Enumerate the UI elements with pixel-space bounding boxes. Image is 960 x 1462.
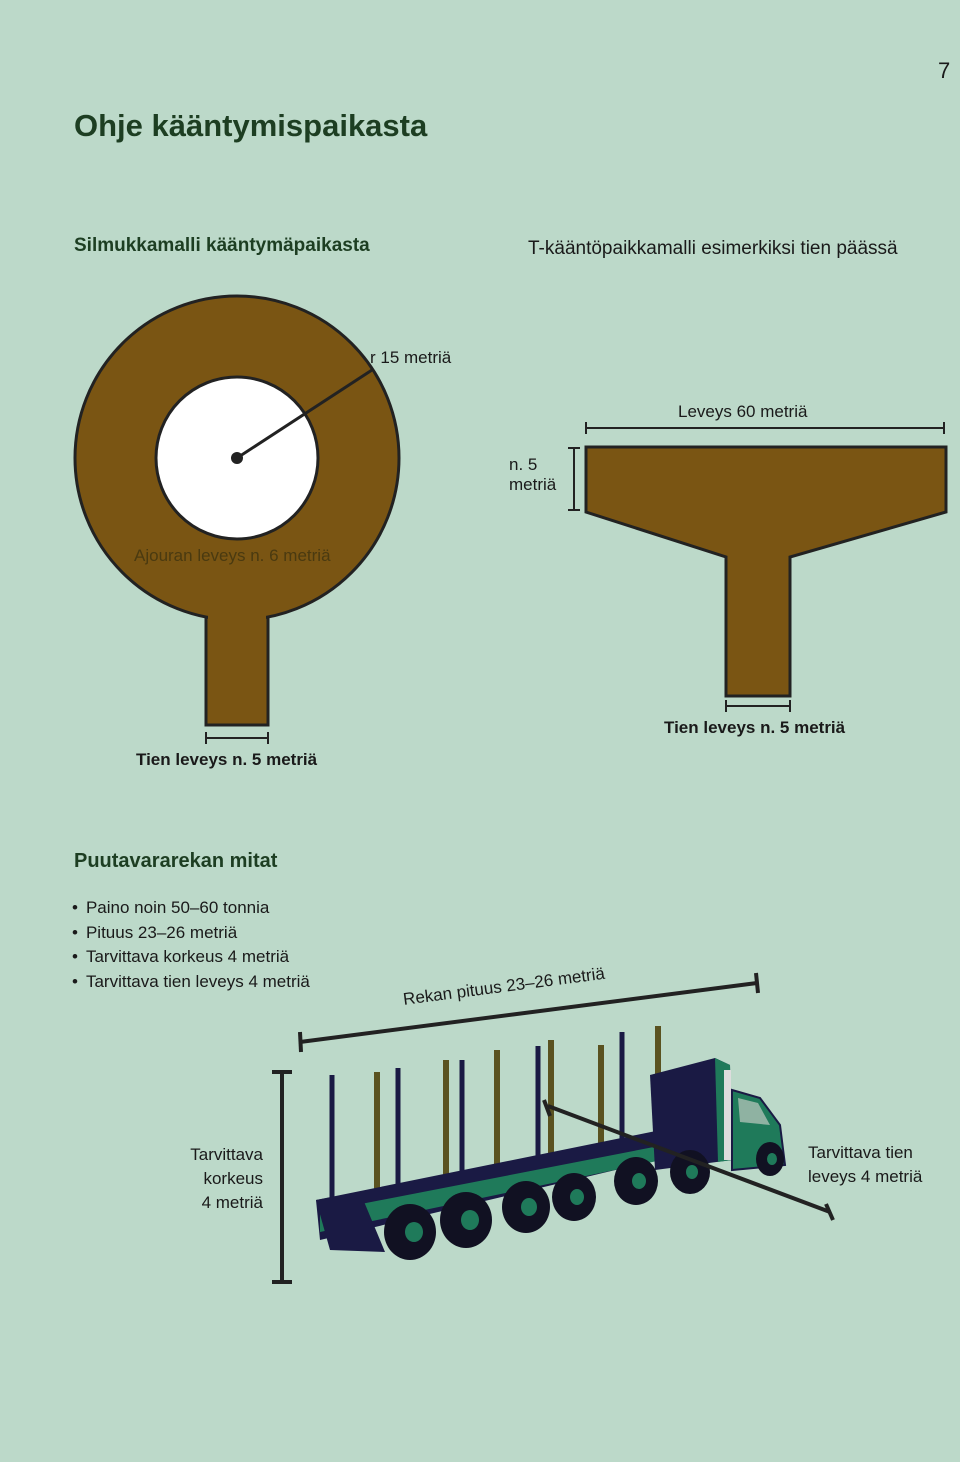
page-title: Ohje kääntymispaikasta [74,108,428,143]
spec-item-length: Pituus 23–26 metriä [72,921,310,946]
t-road-width-label: Tien leveys n. 5 metriä [664,718,846,737]
truck-height-label: Tarvittava korkeus 4 metriä [190,1145,263,1212]
t-turnaround-diagram [568,422,948,712]
t-depth-label-line1: n. 5 [509,455,538,474]
loop-road-width-label: Tien leveys n. 5 metriä [136,750,318,769]
t-width-label: Leveys 60 metriä [678,402,808,421]
truck-spec-list: Paino noin 50–60 tonnia Pituus 23–26 met… [72,896,310,994]
loop-model-heading: Silmukkamalli kääntymäpaikasta [74,235,370,256]
timber-truck-illustration [316,1026,787,1260]
t-model-heading: T-kääntöpaikkamalli esimerkiksi tien pää… [528,238,898,259]
radius-label: r 15 metriä [370,348,452,367]
t-depth-label-line2: metriä [509,475,557,494]
spec-item-road-width: Tarvittava tien leveys 4 metriä [72,970,310,995]
lane-width-label: Ajouran leveys n. 6 metriä [134,546,331,565]
spec-item-weight: Paino noin 50–60 tonnia [72,896,310,921]
truck-height-dimension [272,1070,292,1284]
truck-heading: Puutavararekan mitat [74,850,278,872]
loop-turnaround-diagram [73,294,401,744]
truck-length-dimension [298,972,760,1053]
truck-width-dimension [542,1099,835,1221]
truck-width-label: Tarvittava tien leveys 4 metriä [808,1143,923,1186]
spec-item-height: Tarvittava korkeus 4 metriä [72,945,310,970]
page-number: 7 [938,58,951,83]
